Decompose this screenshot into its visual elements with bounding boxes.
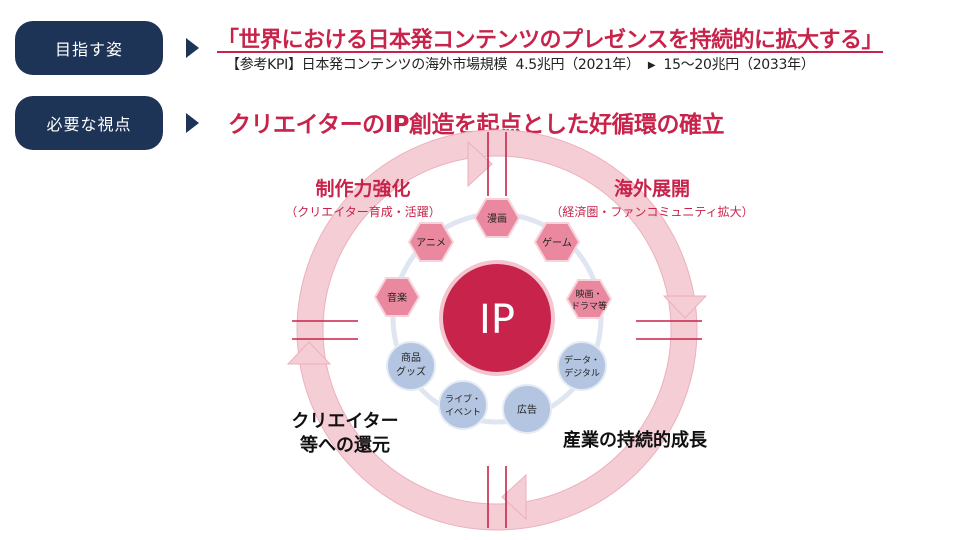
- hex-movie-drama-line2: ドラマ等: [571, 300, 607, 312]
- stage-industry-growth: 産業の持続的成長: [563, 430, 707, 451]
- viewpoint-arrow-icon: [186, 113, 199, 133]
- circle-merchandise-line1: 商品: [401, 351, 421, 364]
- cycle-ring: [297, 130, 697, 530]
- hex-movie-drama-line1: 映画・: [575, 288, 602, 300]
- hex-music-label: 音楽: [387, 291, 407, 304]
- hex-manga-label: 漫画: [487, 213, 507, 225]
- hex-music: 音楽: [373, 277, 421, 317]
- cycle-arrowhead-right: [662, 295, 708, 319]
- stage-overseas-sub: （経済圏・ファンコミュニティ拡大）: [550, 205, 754, 219]
- circle-data-digital-line2: デジタル: [564, 367, 600, 379]
- cycle-ring-outer-edge: [296, 129, 698, 531]
- hex-manga: 漫画: [473, 198, 521, 238]
- circle-merchandise-line2: グッズ: [396, 365, 426, 378]
- hex-game-label: ゲーム: [542, 237, 572, 249]
- cycle-dividers: [292, 132, 702, 528]
- circle-live-event: ライブ・ イベント: [438, 380, 488, 430]
- stage-overseas: 海外展開 （経済圏・ファンコミュニティ拡大）: [536, 174, 768, 220]
- hex-game: ゲーム: [533, 222, 581, 262]
- cycle-arrowhead-left: [286, 341, 332, 365]
- cycle-arrowhead-top: [467, 140, 493, 188]
- kpi-prefix: 【参考KPI】日本発コンテンツの海外市場規模: [226, 57, 508, 73]
- viewpoint-pill: 必要な視点: [15, 96, 163, 150]
- kpi-arrow-icon: ▶: [647, 60, 656, 71]
- goal-headline: 「世界における日本発コンテンツのプレゼンスを持続的に拡大する」: [217, 28, 884, 53]
- stage-return-line1: クリエイター: [291, 411, 399, 432]
- circle-advertising: 広告: [502, 384, 552, 434]
- circle-live-event-line1: ライブ・: [445, 393, 481, 405]
- hex-anime: アニメ: [407, 222, 455, 262]
- stage-overseas-title: 海外展開: [613, 178, 690, 200]
- hex-anime-label: アニメ: [416, 238, 446, 249]
- stage-return-line2: 等への還元: [300, 435, 390, 456]
- ip-core-label: IP: [479, 297, 515, 343]
- cycle-arrowhead-bottom: [501, 473, 527, 521]
- circle-advertising-label: 広告: [517, 403, 537, 416]
- goal-pill: 目指す姿: [15, 21, 163, 75]
- goal-pill-label: 目指す姿: [54, 40, 123, 59]
- ip-core: IP: [439, 260, 555, 376]
- circle-data-digital-line1: データ・: [564, 354, 600, 366]
- kpi-line: 【参考KPI】日本発コンテンツの海外市場規模 4.5兆円（2021年） ▶ 15…: [226, 54, 815, 74]
- stage-return-to-creators: クリエイター 等への還元: [280, 410, 410, 458]
- circle-data-digital: データ・ デジタル: [557, 341, 607, 391]
- stage-production-sub: （クリエイター育成・活躍）: [285, 205, 441, 219]
- goal-arrow-icon: [186, 38, 199, 58]
- stage-production: 制作力強化 （クリエイター育成・活躍）: [258, 174, 468, 220]
- viewpoint-pill-label: 必要な視点: [46, 115, 132, 134]
- circle-merchandise: 商品 グッズ: [386, 341, 436, 391]
- cycle-ring-inner-edge: [322, 155, 672, 505]
- hex-movie-drama: 映画・ ドラマ等: [565, 279, 613, 319]
- stage-production-title: 制作力強化: [315, 178, 411, 200]
- kpi-value-2033: 15～20兆円（2033年）: [663, 57, 815, 73]
- kpi-value-2021: 4.5兆円（2021年）: [515, 57, 640, 73]
- circle-live-event-line2: イベント: [445, 408, 481, 418]
